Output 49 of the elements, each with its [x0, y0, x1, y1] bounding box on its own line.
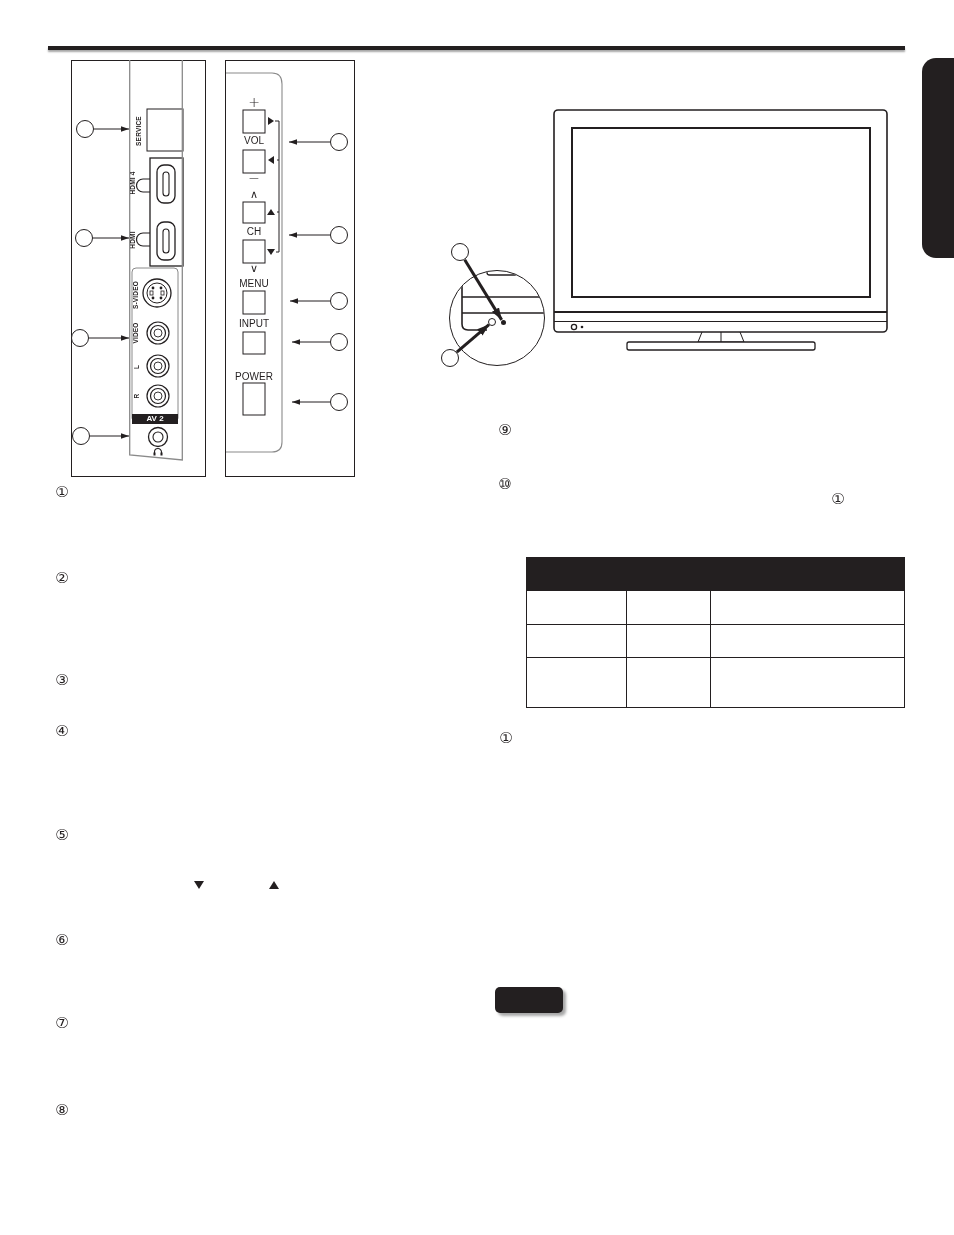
callout-number: ⑥: [55, 932, 69, 948]
leader-arrow: [463, 258, 503, 321]
callout-number: ①: [831, 491, 845, 507]
button-sign: ∧: [250, 188, 258, 200]
callout-circle: [75, 229, 93, 247]
leader-arrow: [88, 335, 130, 341]
power-button: [488, 318, 496, 326]
callout-number: ⑨: [498, 422, 512, 438]
callout-number: ⑦: [55, 1015, 69, 1031]
note-tab: [495, 987, 563, 1013]
callout-circle: [330, 333, 348, 351]
led-indicator: [500, 319, 506, 325]
callout-circle: [441, 349, 459, 367]
button-label: MENU: [239, 279, 269, 289]
callout-number: ②: [55, 570, 69, 586]
callout-number: ⑤: [55, 827, 69, 843]
callout-circle: [330, 133, 348, 151]
callout-circle: [76, 120, 94, 138]
button-sign: +: [248, 95, 260, 109]
group-label: AV 2: [132, 414, 178, 424]
callout-number: ④: [55, 723, 69, 739]
side-tab: [922, 58, 954, 258]
callout-circle: [330, 226, 348, 244]
callout-number: ⑩: [498, 476, 512, 492]
button-label: CH: [246, 227, 262, 237]
callout-number: ①: [499, 730, 513, 746]
leader-arrow: [289, 298, 331, 304]
side-connector-panel: [129, 60, 183, 460]
callout-circle: [330, 292, 348, 310]
callout-number: ⑧: [55, 1102, 69, 1118]
leader-arrow: [291, 399, 331, 405]
callout-circle: [451, 243, 469, 261]
callout-number: ①: [55, 484, 69, 500]
button-label: INPUT: [239, 319, 269, 329]
button-label: VOL: [244, 136, 264, 146]
leader-arrow: [291, 339, 331, 345]
callout-number: ③: [55, 672, 69, 688]
leader-arrow: [288, 139, 331, 145]
leader-arrow: [89, 433, 130, 439]
button-label: POWER: [235, 372, 273, 382]
leader-arrow: [455, 323, 490, 354]
button-sign: −: [248, 171, 260, 185]
leader-arrow: [92, 235, 130, 241]
callout-circle: [71, 329, 89, 347]
callout-circle: [72, 427, 90, 445]
leader-arrow: [93, 126, 130, 132]
callout-circle: [330, 393, 348, 411]
button-sign: ∨: [250, 262, 258, 274]
leader-arrow: [288, 232, 331, 238]
